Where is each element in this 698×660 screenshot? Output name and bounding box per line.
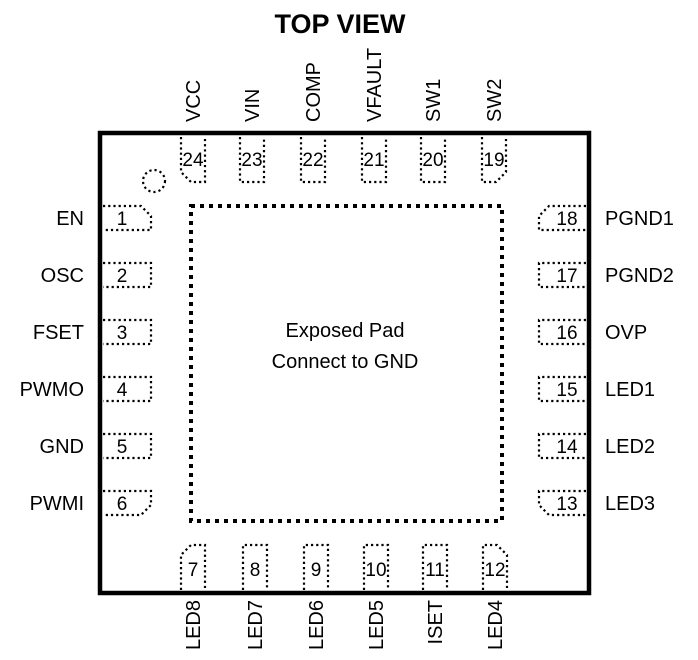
pin-number: 7 (188, 560, 199, 581)
pin-pad (537, 489, 586, 517)
pin-24: 24 VCC (179, 80, 207, 184)
pin-pad (421, 543, 449, 590)
pin-pad (537, 375, 586, 403)
exposed-pad-label-line2: Connect to GND (272, 351, 419, 373)
pin-name: LED5 (366, 600, 388, 650)
pin-1: 1 EN (56, 204, 153, 232)
pin-number: 20 (422, 150, 443, 171)
pin-name: SW2 (484, 79, 506, 122)
exposed-pad-label-line1: Exposed Pad (286, 320, 405, 342)
pin-number: 3 (117, 323, 128, 344)
pin-number: 13 (556, 494, 577, 515)
pin-name: LED6 (306, 600, 328, 650)
pin-number: 8 (250, 560, 261, 581)
pin-pad (103, 204, 153, 232)
pin-pad (537, 318, 586, 346)
exposed-pad (189, 204, 504, 523)
pin-number: 6 (117, 494, 128, 515)
pin-name: SW1 (423, 79, 445, 122)
pin-15: 15 LED1 (537, 375, 655, 403)
pin-pad (299, 137, 327, 184)
pin-22: 22 COMP (299, 62, 327, 184)
pin-name: LED1 (605, 379, 655, 401)
pin-pad (302, 543, 330, 590)
pin-number: 2 (117, 266, 128, 287)
pin-name: LED3 (605, 493, 655, 515)
pin-number: 11 (425, 560, 445, 581)
pin-number: 19 (483, 150, 504, 171)
pin-name: VCC (183, 80, 205, 122)
pin-number: 10 (365, 560, 386, 581)
pin-pad (238, 137, 266, 184)
pin-name: PWMI (30, 493, 84, 515)
pin-23: 23 VIN (238, 89, 266, 184)
pin-number: 22 (302, 150, 323, 171)
pin-number: 23 (241, 150, 262, 171)
pin-name: OSC (41, 265, 84, 287)
pin-14: 14 LED2 (537, 432, 655, 460)
package-body (97, 130, 592, 596)
pin-pad (537, 261, 586, 289)
pin-pad (360, 137, 388, 184)
pin-20: 20 SW1 (419, 79, 447, 184)
pin-number: 14 (556, 437, 578, 458)
pin-name: VFAULT (364, 48, 386, 122)
pin-number: 21 (363, 150, 384, 171)
pin-name: PGND1 (605, 208, 674, 230)
pin-name: LED4 (485, 600, 507, 650)
pin-name: VIN (242, 89, 264, 122)
pin-number: 17 (556, 266, 577, 287)
pin-number: 12 (484, 560, 505, 581)
pin-name: COMP (303, 62, 325, 122)
pin-name: ISET (425, 600, 447, 644)
pin-name: LED7 (245, 600, 267, 650)
pins: 1 EN 2 OSC 3 FSET 4 PWMO 5 GND 6 PWMI 18 PGND1 17 PGND2… (20, 48, 674, 650)
pin-pad (419, 137, 447, 184)
pin-3: 3 FSET (33, 318, 153, 346)
pin-pad (537, 432, 586, 460)
pin-6: 6 PWMI (30, 489, 153, 517)
pin-name: LED2 (605, 436, 655, 458)
pin-number: 18 (556, 209, 577, 230)
pin-16: 16 OVP (537, 318, 647, 346)
pin-21: 21 VFAULT (360, 48, 388, 184)
pin-number: 24 (182, 150, 204, 171)
pin-name: GND (40, 436, 84, 458)
pin-2: 2 OSC (41, 261, 153, 289)
pin-19: 19 SW2 (480, 79, 508, 184)
pin-name: LED8 (183, 600, 205, 650)
pin-pad (481, 543, 509, 590)
pin-name: PGND2 (605, 265, 674, 287)
pin-number: 5 (117, 437, 128, 458)
diagram-title: TOP VIEW (274, 9, 406, 39)
pin-number: 1 (117, 209, 128, 230)
pin-17: 17 PGND2 (537, 261, 674, 289)
pin-4: 4 PWMO (20, 375, 153, 403)
pin-pad (179, 543, 207, 590)
pin-pad (362, 543, 390, 590)
pin-pad (103, 489, 153, 517)
pin-number: 4 (117, 380, 128, 401)
pin-pad (480, 137, 508, 184)
pin-number: 9 (311, 560, 322, 581)
pin-name: PWMO (20, 379, 84, 401)
pin-18: 18 PGND1 (537, 204, 674, 232)
pin-pad (241, 543, 269, 590)
pin-name: OVP (605, 322, 647, 344)
pin-name: EN (56, 208, 84, 230)
pin-number: 16 (556, 323, 577, 344)
pin-name: FSET (33, 322, 84, 344)
pin-number: 15 (556, 380, 577, 401)
pin1-indicator (141, 168, 167, 194)
pin-5: 5 GND (40, 432, 153, 460)
pin-pad (179, 137, 207, 184)
pin-13: 13 LED3 (537, 489, 655, 517)
